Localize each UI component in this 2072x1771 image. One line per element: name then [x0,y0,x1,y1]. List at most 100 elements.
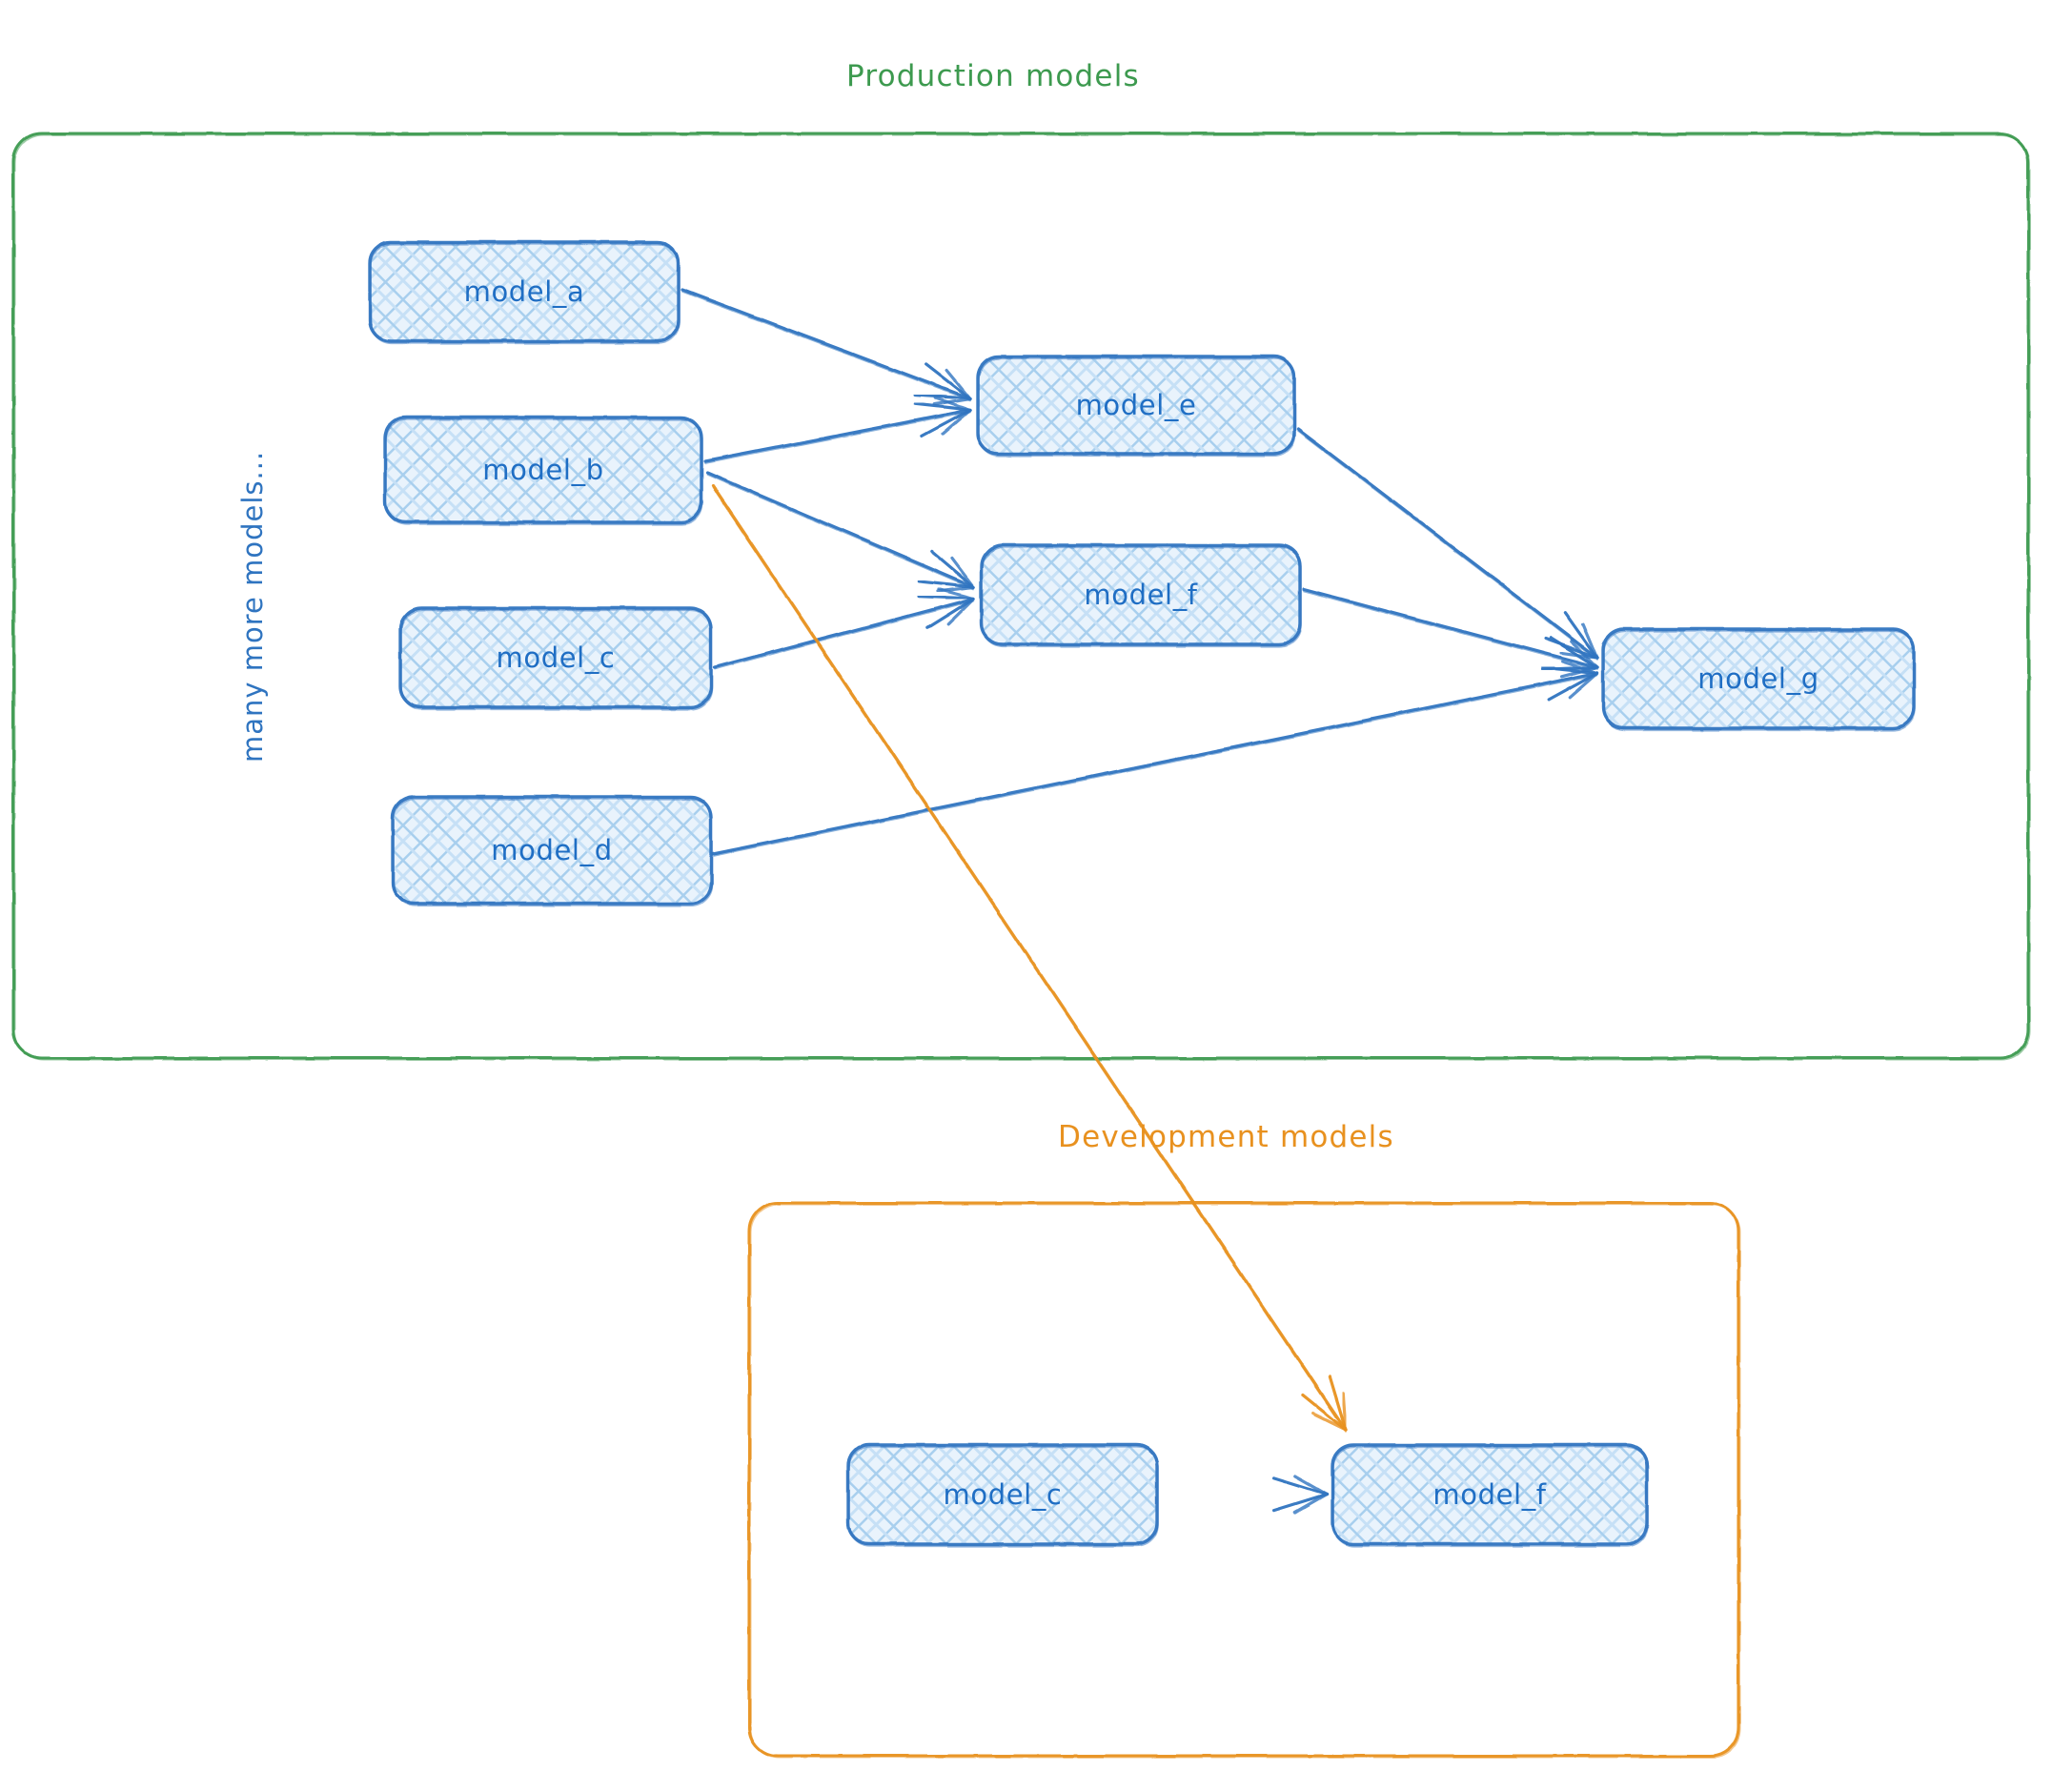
edge-line-b-to-f [705,471,976,589]
arrowhead-c-to-f-barb [917,595,976,601]
group-border-production [13,133,2031,1061]
node-fill-prod_model_g [1603,629,1914,728]
arrowhead-b-to-e-barb [920,408,972,438]
node-border-prod_model_b [384,418,703,526]
arrowhead-d-to-g-barb [1540,665,1599,675]
arrowhead-e-to-g-barb [1581,622,1599,660]
node-fill-prod_model_e [978,356,1294,454]
node-dev_model_c[interactable] [846,1443,1159,1548]
edge-line-e-to-g [1297,430,1598,661]
arrowhead-b-to-e-barb [913,402,972,412]
group-development [747,1201,1741,1759]
node-fill-prod_model_a [370,242,679,341]
arrowhead-b-to-e [913,397,972,438]
edge-c-to-f [713,587,976,670]
arrowhead-prod-b-to-dev-f-barb [1311,1412,1348,1432]
arrowhead-dev-c-to-dev-f [1271,1475,1329,1515]
node-border-dev_model_c [847,1446,1159,1548]
arrowhead-c-to-f-barb [946,597,976,626]
arrowhead-dev-c-to-dev-f-barb [1293,1493,1329,1515]
node-border-dev_model_f [1331,1446,1649,1548]
group-title-production: Production models [846,59,1140,93]
edge-dev-c-to-dev-f [1163,1475,1329,1515]
arrowhead-d-to-g-barb [1561,660,1599,675]
node-prod_model_b[interactable] [383,416,703,526]
arrowhead-c-to-f [917,587,976,630]
arrowhead-b-to-f-barb [930,549,976,589]
arrowhead-prod-b-to-dev-f-barb [1341,1392,1348,1432]
arrowhead-prod-b-to-dev-f-barb [1301,1393,1348,1432]
group-production [11,132,2031,1061]
arrowhead-prod-b-to-dev-f-barb [1328,1374,1348,1432]
arrowhead-a-to-e-barb [924,362,972,400]
edge-b-to-f [705,471,976,593]
arrowhead-a-to-e-barb [913,393,972,400]
arrowhead-dev-c-to-dev-f-barb [1271,1493,1329,1513]
arrowhead-b-to-e-barb [934,397,972,412]
side-note-many-more-models: many more models... [236,450,269,763]
arrowhead-f-to-g-barb [1549,636,1599,669]
edge-line-c-to-f [713,597,976,669]
edge-b-to-e [703,397,972,464]
group-title-development: Development models [1058,1120,1394,1154]
node-border-prod_model_a [369,243,681,345]
edge-line-d-to-g [711,671,1599,856]
edge-line-e-to-g [1296,427,1599,660]
edge-prod-b-to-dev-f [711,484,1348,1433]
node-border-prod_model_e [977,357,1296,458]
arrowhead-a-to-e-barb [945,368,972,400]
arrowhead-b-to-e-barb [941,408,972,436]
arrowhead-b-to-f-barb [950,556,976,589]
node-fill-prod_model_b [385,417,701,522]
arrowhead-c-to-f-barb [925,597,976,630]
arrowhead-dev-c-to-dev-f-barb [1271,1476,1329,1496]
arrowhead-b-to-f-barb [917,580,976,589]
arrowhead-a-to-e-barb [932,397,972,406]
edge-line-d-to-g [712,674,1598,857]
arrowhead-c-to-f-barb [937,587,976,601]
edge-line-a-to-e [681,291,971,401]
node-dev_model_f[interactable] [1331,1443,1649,1548]
group-container-shapes [11,132,2031,1759]
edge-line-f-to-g [1302,587,1599,669]
edge-line-f-to-g [1303,590,1598,670]
edge-line-b-to-f [706,474,975,590]
group-border-development [749,1203,1741,1759]
arrowhead-dev-c-to-dev-f-barb [1293,1475,1329,1496]
edge-line-b-to-e [703,408,972,463]
edge-a-to-e [681,288,972,406]
node-fill-dev_model_c [848,1445,1157,1544]
arrowhead-e-to-g-barb [1563,611,1599,660]
node-prod_model_d[interactable] [391,795,713,907]
group-border-development [747,1201,1740,1758]
node-prod_model_e[interactable] [976,355,1296,458]
node-fill-prod_model_f [982,545,1300,644]
edge-line-c-to-f [714,600,975,670]
node-border-prod_model_g [1602,630,1916,732]
arrowhead-d-to-g [1540,660,1599,702]
node-prod_model_a[interactable] [368,240,681,345]
edge-line-prod-b-to-dev-f [711,484,1348,1432]
edge-f-to-g [1302,587,1599,679]
edge-line-prod-b-to-dev-f [712,487,1347,1433]
edge-line-b-to-e [704,411,971,464]
arrowhead-prod-b-to-dev-f [1301,1374,1348,1432]
node-fill-prod_model_d [393,797,711,904]
node-prod_model_c[interactable] [398,606,713,711]
node-fill-prod_model_c [400,608,711,707]
arrowhead-f-to-g-barb [1570,640,1599,669]
edge-d-to-g [711,660,1599,857]
arrowhead-b-to-f [917,549,976,593]
node-prod_model_g[interactable] [1601,627,1916,732]
node-shapes [368,240,1916,1548]
node-border-prod_model_c [399,609,713,711]
node-border-prod_model_f [981,546,1302,648]
edge-line-a-to-e [681,288,972,400]
edge-shapes [681,288,1599,1515]
arrowhead-a-to-e [913,362,972,406]
node-prod_model_f[interactable] [980,543,1302,648]
arrowhead-d-to-g-barb [1568,671,1599,699]
node-border-prod_model_d [392,798,713,907]
